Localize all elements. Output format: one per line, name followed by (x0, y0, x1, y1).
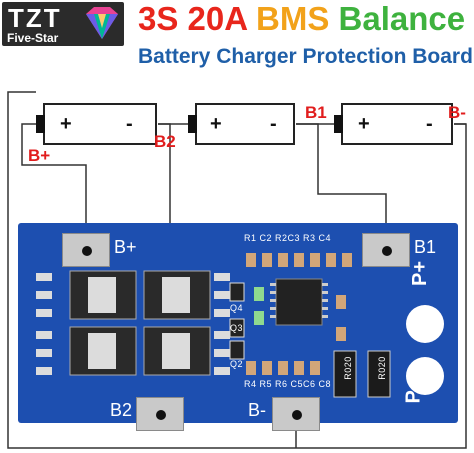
cell3-minus: - (426, 113, 433, 135)
terminal-p-plus[interactable] (406, 305, 444, 343)
battery-cell-2 (188, 103, 295, 145)
diamond-icon (86, 7, 118, 39)
battery-cell-3 (334, 103, 453, 145)
pad-b2[interactable] (136, 397, 184, 431)
resistor-label-2: R020 (376, 356, 387, 380)
pad-b1[interactable] (362, 233, 410, 267)
cell1-plus: + (60, 113, 72, 135)
silk-top: R1 C2 R2C3 R3 C4 (244, 233, 332, 243)
pcb-components (36, 253, 391, 398)
pad-b-plus[interactable] (62, 233, 110, 267)
logo-sub-text: Five-Star (7, 31, 59, 45)
cell3-plus: + (358, 113, 370, 135)
page-title: 3S 20A BMS Balance (138, 0, 465, 38)
silk-bottom: R4 R5 R6 C5C6 C8 (244, 379, 332, 389)
title-part-spec: 3S 20A (138, 0, 247, 37)
battery-cell-1 (36, 103, 157, 145)
label-b-plus: B+ (28, 146, 51, 165)
title-part-bms: BMS (256, 0, 330, 37)
label-p-plus: P+ (409, 260, 432, 287)
pad-label-b2: B2 (110, 400, 133, 420)
cell1-minus: - (126, 113, 133, 135)
cell2-plus: + (210, 113, 222, 135)
logo-main-text: TZT (8, 3, 62, 33)
silk-q3: Q3 (230, 323, 244, 333)
pad-label-b-minus: B- (248, 400, 266, 420)
silk-q4: Q4 (230, 303, 244, 313)
label-b1: B1 (305, 103, 327, 122)
pad-label-b1: B1 (414, 237, 437, 257)
pad-b-minus[interactable] (272, 397, 320, 431)
silk-q2: Q2 (230, 359, 244, 369)
brand-logo: TZT Five-Star (2, 2, 124, 46)
bms-pcb-board: B+ B1 B2 B- R1 C2 R2C3 R3 C4 R4 R5 R6 C5… (18, 223, 458, 431)
terminal-p-minus[interactable] (406, 357, 444, 395)
cell2-minus: - (270, 113, 277, 135)
resistor-label-1: R020 (342, 356, 353, 380)
label-p-minus: P- (402, 383, 425, 404)
label-b-minus: B- (448, 103, 466, 122)
page-subtitle: Battery Charger Protection Board (138, 45, 473, 68)
title-part-balance: Balance (338, 0, 466, 37)
pad-label-b-plus: B+ (114, 237, 137, 257)
wire-b-plus (21, 123, 87, 242)
label-b2: B2 (154, 132, 176, 151)
